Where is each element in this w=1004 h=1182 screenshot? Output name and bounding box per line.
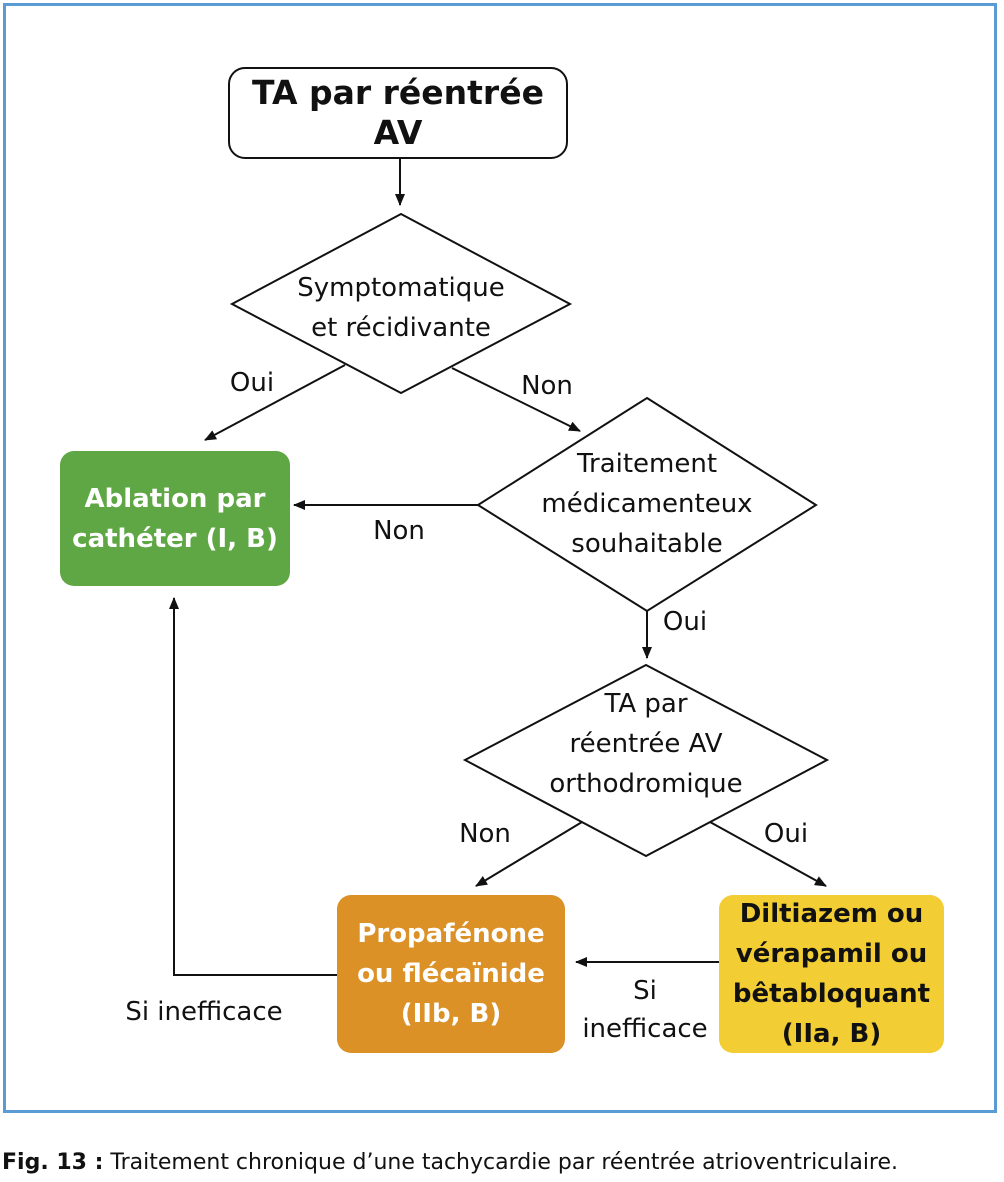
arrow-d1-oui [204, 364, 346, 441]
ablation-label: Ablation par cathéter (I, B) [72, 483, 278, 554]
start-label: TA par réentrée AV [252, 73, 544, 152]
edge-label-d3-oui: Oui [763, 819, 809, 849]
edge-label-dil-to-prop: Si inefficace [582, 976, 708, 1044]
edge-label-d2-oui: Oui [662, 607, 708, 637]
edge-label-prop-to-ablation: Si inefficace [125, 997, 283, 1027]
edge-label-d1-oui: Oui [229, 368, 275, 398]
propafenone-label: Propafénone ou flécaïnide (IIb, B) [357, 919, 545, 1029]
decision-orthodromique [462, 663, 830, 858]
decision-orthodromique-label: TA par réentrée AV orthodromique [549, 689, 743, 799]
decision-symptomatique [229, 212, 573, 395]
decision-traitement-label: Traitement médicamenteux souhaitable [541, 449, 753, 559]
figure-frame [3, 3, 997, 1113]
propafenone-box [337, 895, 565, 1053]
ablation-box [60, 451, 290, 586]
arrow-prop-to-ablation [169, 597, 337, 976]
arrow-d1-non [451, 367, 581, 432]
edge-label-d1-non: Non [521, 371, 573, 401]
figure-caption: Fig. 13 : Traitement chronique d’une tac… [2, 1148, 898, 1178]
diltiazem-label: Diltiazem ou vérapamil ou bêtabloquant (… [732, 899, 931, 1049]
edge-label-d2-non: Non [373, 516, 425, 546]
diltiazem-box [719, 895, 944, 1053]
arrow-d3-non [475, 821, 583, 887]
caption-text: Traitement chronique d’une tachycardie p… [103, 1150, 899, 1175]
start-box [228, 67, 568, 159]
edge-label-d3-non: Non [459, 819, 511, 849]
caption-prefix: Fig. 13 : [2, 1150, 104, 1175]
arrow-d3-oui [709, 821, 827, 887]
decision-symptomatique-label: Symptomatique et récidivante [297, 273, 505, 343]
